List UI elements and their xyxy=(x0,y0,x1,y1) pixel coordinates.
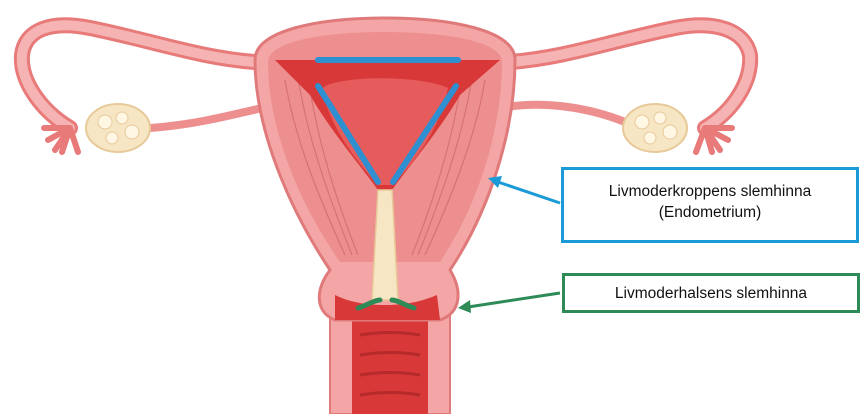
right-ovarian-ligament xyxy=(500,105,625,122)
cervix-mucosa-label-text: Livmoderhalsens slemhinna xyxy=(565,283,857,304)
endometrium-label: Livmoderkroppens slemhinna (Endometrium) xyxy=(561,167,859,243)
vagina xyxy=(330,310,450,414)
left-ovarian-ligament xyxy=(150,108,262,128)
cervix-mucosa-label: Livmoderhalsens slemhinna xyxy=(562,273,860,313)
endometrium-label-line1: Livmoderkroppens slemhinna xyxy=(564,181,856,202)
endometrium-label-line2: (Endometrium) xyxy=(564,202,856,223)
right-ovary xyxy=(623,104,687,152)
left-ovary xyxy=(86,104,150,152)
cervix-arrow xyxy=(458,293,560,313)
endometrium-arrow xyxy=(488,176,560,203)
